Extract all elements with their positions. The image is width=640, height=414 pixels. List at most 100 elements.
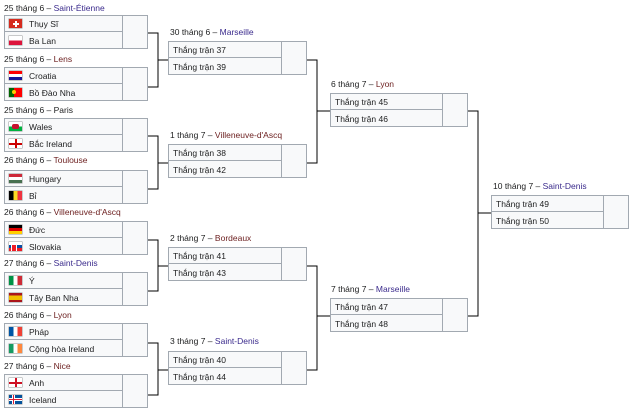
venue-link[interactable]: Saint-Denis bbox=[542, 181, 587, 191]
team-name[interactable]: Slovakia bbox=[29, 241, 62, 252]
spain-flag bbox=[9, 293, 22, 302]
team-row: Bắc Ireland bbox=[5, 136, 147, 152]
team-row: Pháp bbox=[5, 324, 147, 340]
team-name: Thắng trận 50 bbox=[496, 215, 549, 226]
venue-link[interactable]: Toulouse bbox=[53, 155, 88, 165]
match-header: 26 tháng 6 – Villeneuve-d'Ascq bbox=[4, 207, 121, 217]
match-header: 10 tháng 7 – Saint-Denis bbox=[493, 181, 587, 191]
team-name[interactable]: Ý bbox=[29, 275, 35, 286]
match-header: 27 tháng 6 – Nice bbox=[4, 361, 71, 371]
team-name[interactable]: Cộng hòa Ireland bbox=[29, 343, 95, 354]
team-row: Slovakia bbox=[5, 239, 147, 255]
italy-flag bbox=[9, 276, 22, 285]
team-name[interactable]: Anh bbox=[29, 377, 45, 388]
team-row: Thắng trận 49 bbox=[492, 196, 628, 212]
venue-link[interactable]: Lyon bbox=[53, 310, 72, 320]
match-box: Thắng trận 41 Thắng trận 43 bbox=[168, 247, 307, 281]
team-name: Thắng trận 40 bbox=[173, 354, 226, 365]
venue-link[interactable]: Saint-Denis bbox=[53, 258, 98, 268]
team-row: Thắng trận 37 bbox=[169, 42, 306, 58]
team-name[interactable]: Thụy Sĩ bbox=[29, 18, 59, 29]
match-box: Croatia Bồ Đào Nha bbox=[4, 67, 148, 101]
match-box: Hungary Bỉ bbox=[4, 170, 148, 204]
northern-ireland-flag bbox=[9, 139, 22, 148]
score-cell bbox=[603, 196, 628, 228]
portugal-flag bbox=[9, 88, 22, 97]
score-cell bbox=[122, 119, 147, 151]
score-cell bbox=[281, 352, 306, 384]
venue-link[interactable]: Lyon bbox=[375, 79, 395, 89]
score-cell bbox=[122, 324, 147, 356]
match-box: Anh Iceland bbox=[4, 374, 148, 408]
venue-link[interactable]: Saint-Denis bbox=[214, 336, 259, 346]
team-name: Thắng trận 42 bbox=[173, 164, 226, 175]
match-box: Pháp Cộng hòa Ireland bbox=[4, 323, 148, 357]
team-name: Thắng trận 44 bbox=[173, 371, 226, 382]
venue-link[interactable]: Lens bbox=[53, 54, 73, 64]
match-box: Thắng trận 37 Thắng trận 39 bbox=[168, 41, 307, 75]
team-name[interactable]: Croatia bbox=[29, 70, 57, 81]
venue-link[interactable]: Paris bbox=[53, 105, 74, 115]
team-row: Cộng hòa Ireland bbox=[5, 341, 147, 357]
team-name: Thắng trận 48 bbox=[335, 318, 388, 329]
team-name[interactable]: Tây Ban Nha bbox=[29, 292, 79, 303]
team-name[interactable]: Hungary bbox=[29, 173, 62, 184]
match-box: Đức Slovakia bbox=[4, 221, 148, 255]
venue-link[interactable]: Bordeaux bbox=[214, 233, 252, 243]
team-row: Thắng trận 47 bbox=[331, 299, 467, 315]
match-header: 2 tháng 7 – Bordeaux bbox=[170, 233, 252, 243]
team-row: Thắng trận 43 bbox=[169, 265, 306, 281]
team-row: Tây Ban Nha bbox=[5, 290, 147, 306]
venue-link[interactable]: Villeneuve-d'Ascq bbox=[214, 130, 283, 140]
score-cell bbox=[122, 273, 147, 305]
team-row: Iceland bbox=[5, 392, 147, 408]
venue-link[interactable]: Villeneuve-d'Ascq bbox=[53, 207, 121, 217]
match-box: Thắng trận 45 Thắng trận 46 bbox=[330, 93, 468, 127]
team-name[interactable]: Iceland bbox=[29, 394, 57, 405]
venue-link[interactable]: Saint-Étienne bbox=[53, 3, 105, 13]
team-name[interactable]: Bỉ bbox=[29, 190, 37, 201]
team-name: Thắng trận 37 bbox=[173, 44, 226, 55]
team-row: Đức bbox=[5, 222, 147, 238]
team-name[interactable]: Pháp bbox=[29, 326, 49, 337]
team-row: Thắng trận 42 bbox=[169, 162, 306, 178]
match-header: 6 tháng 7 – Lyon bbox=[331, 79, 395, 89]
team-name: Thắng trận 46 bbox=[335, 113, 388, 124]
team-row: Bỉ bbox=[5, 188, 147, 204]
team-row: Ba Lan bbox=[5, 33, 147, 49]
team-name[interactable]: Bồ Đào Nha bbox=[29, 87, 76, 98]
team-row: Hungary bbox=[5, 171, 147, 187]
match-header: 27 tháng 6 – Saint-Denis bbox=[4, 258, 98, 268]
team-row: Thắng trận 45 bbox=[331, 94, 467, 110]
match-header: 30 tháng 6 – Marseille bbox=[170, 27, 254, 37]
wales-flag bbox=[9, 122, 22, 131]
team-name: Thắng trận 49 bbox=[496, 198, 549, 209]
team-row: Bồ Đào Nha bbox=[5, 85, 147, 101]
france-flag bbox=[9, 327, 22, 336]
team-row: Anh bbox=[5, 375, 147, 391]
team-name[interactable]: Bắc Ireland bbox=[29, 138, 72, 149]
match-box: Thắng trận 49 Thắng trận 50 bbox=[491, 195, 629, 229]
team-row: Thụy Sĩ bbox=[5, 16, 147, 32]
team-row: Thắng trận 39 bbox=[169, 59, 306, 75]
team-row: Thắng trận 50 bbox=[492, 213, 628, 229]
venue-link[interactable]: Marseille bbox=[219, 27, 254, 37]
venue-link[interactable]: Marseille bbox=[375, 284, 410, 294]
match-box: Thắng trận 38 Thắng trận 42 bbox=[168, 144, 307, 178]
venue-link[interactable]: Nice bbox=[53, 361, 71, 371]
team-row: Croatia bbox=[5, 68, 147, 84]
match-header: 26 tháng 6 – Lyon bbox=[4, 310, 72, 320]
match-header: 3 tháng 7 – Saint-Denis bbox=[170, 336, 259, 346]
team-row: Thắng trận 44 bbox=[169, 369, 306, 385]
hungary-flag bbox=[9, 174, 22, 183]
team-name[interactable]: Wales bbox=[29, 121, 53, 132]
match-box: Wales Bắc Ireland bbox=[4, 118, 148, 152]
team-name[interactable]: Đức bbox=[29, 224, 46, 235]
team-name: Thắng trận 45 bbox=[335, 96, 388, 107]
match-box: Thắng trận 40 Thắng trận 44 bbox=[168, 351, 307, 385]
match-header: 26 tháng 6 – Toulouse bbox=[4, 155, 88, 165]
score-cell bbox=[281, 248, 306, 280]
ireland-flag bbox=[9, 344, 22, 353]
team-name[interactable]: Ba Lan bbox=[29, 35, 56, 46]
